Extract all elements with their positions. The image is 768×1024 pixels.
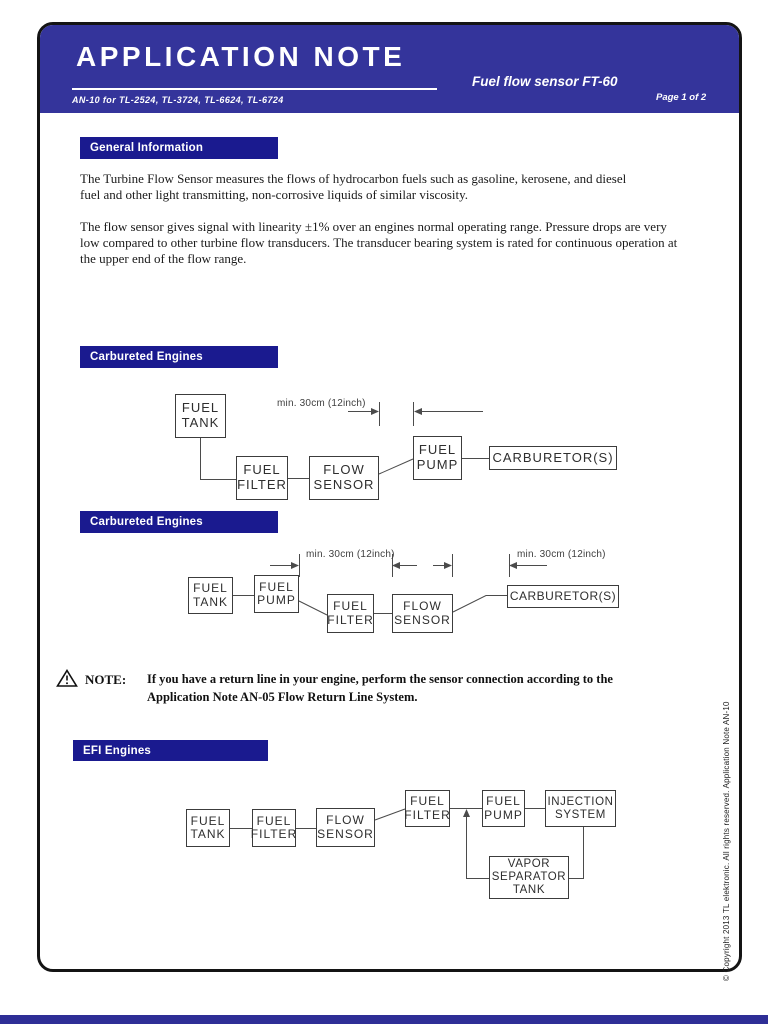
- diagram3-box-fuel-filter-2: FUEL FILTER: [404, 790, 450, 827]
- warning-triangle-icon: [56, 669, 78, 687]
- diagram2-box-flow-sensor: FLOW SENSOR: [392, 594, 453, 633]
- diagram3-box-injection-system: INJECTION SYSTEM: [545, 790, 616, 827]
- dimension-label: min. 30cm (12inch): [517, 549, 606, 560]
- section-label: EFI Engines: [83, 744, 152, 757]
- section-bar-carbureted-engines-2: Carbureted Engines: [80, 511, 278, 533]
- diagram3-box-fuel-tank: FUEL TANK: [186, 809, 230, 847]
- diagram3-box-vapor-separator-tank: VAPOR SEPARATOR TANK: [489, 856, 569, 899]
- body-line: The flow sensor gives signal with linear…: [80, 219, 667, 234]
- product-name: Fuel flow sensor FT-60: [472, 74, 618, 89]
- note-label: NOTE:: [85, 672, 127, 687]
- body-line: fuel and other light transmitting, non-c…: [80, 187, 469, 202]
- dimension-label: min. 30cm (12inch): [306, 549, 395, 560]
- section-bar-efi-engines: EFI Engines: [73, 740, 268, 761]
- section-bar-general-information: General Information: [80, 137, 278, 159]
- diagram2-box-fuel-tank: FUEL TANK: [188, 577, 233, 614]
- diagram2-box-carburetors: CARBURETOR(S): [507, 585, 619, 608]
- diagram1-box-fuel-filter: FUEL FILTER: [236, 456, 288, 500]
- page-title: APPLICATION NOTE: [76, 41, 406, 72]
- copyright-text: © Copyright 2013 TL elektronic. All righ…: [722, 701, 731, 981]
- note-line: If you have a return line in your engine…: [147, 672, 613, 686]
- header-panel: APPLICATION NOTE AN-10 for TL-2524, TL-3…: [40, 25, 739, 113]
- diagram1-box-flow-sensor: FLOW SENSOR: [309, 456, 379, 500]
- diagram3-box-flow-sensor: FLOW SENSOR: [316, 808, 375, 847]
- diagram3-box-fuel-pump: FUEL PUMP: [482, 790, 525, 827]
- diagram2-box-fuel-filter: FUEL FILTER: [327, 594, 374, 633]
- diagram1-box-fuel-tank: FUEL TANK: [175, 394, 226, 438]
- header-divider: [72, 88, 437, 90]
- section-label: Carbureted Engines: [90, 351, 203, 363]
- diagram3-box-fuel-filter: FUEL FILTER: [251, 809, 296, 847]
- bottom-separator-bar: [0, 1015, 768, 1024]
- note-line: Application Note AN-05 Flow Return Line …: [147, 690, 418, 704]
- body-line: The Turbine Flow Sensor measures the flo…: [80, 171, 627, 186]
- section-label: Carbureted Engines: [90, 516, 203, 528]
- section-bar-carbureted-engines-1: Carbureted Engines: [80, 346, 278, 368]
- page-number: Page 1 of 2: [656, 92, 707, 103]
- dimension-label: min. 30cm (12inch): [277, 398, 366, 409]
- page-border: [37, 22, 742, 972]
- section-label: General Information: [90, 142, 204, 154]
- body-line: the upper end of the flow range.: [80, 251, 247, 266]
- doc-id: AN-10 for TL-2524, TL-3724, TL-6624, TL-…: [72, 95, 284, 105]
- body-line: low compared to other turbine flow trans…: [80, 235, 678, 250]
- diagram2-box-fuel-pump: FUEL PUMP: [254, 575, 299, 613]
- diagram1-box-carburetors: CARBURETOR(S): [489, 446, 617, 470]
- diagram1-box-fuel-pump: FUEL PUMP: [413, 436, 462, 480]
